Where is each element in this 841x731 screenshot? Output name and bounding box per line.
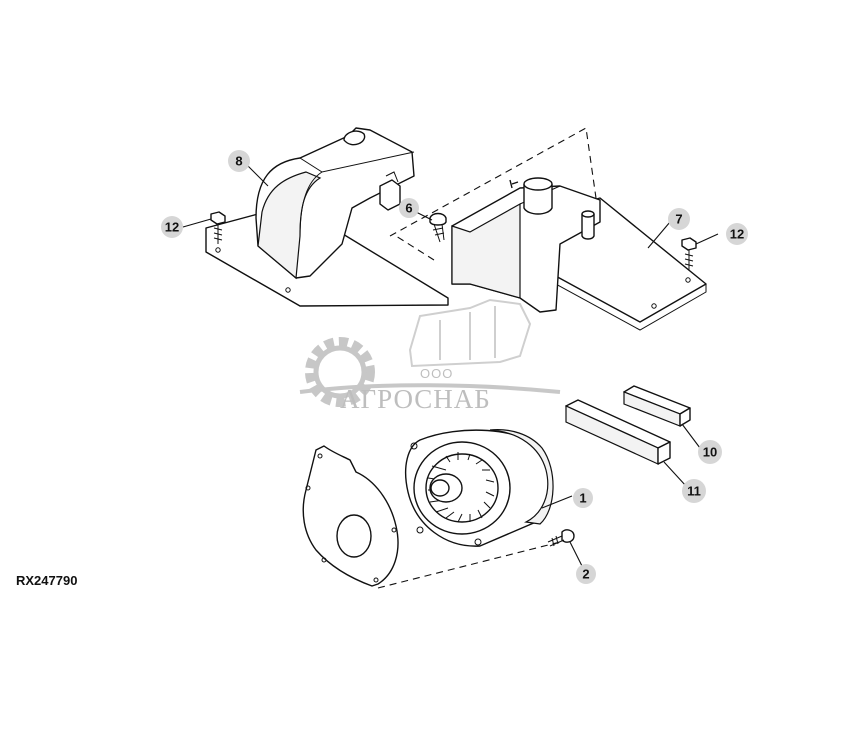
svg-text:8: 8 [235, 154, 242, 169]
callout-12-right: 12 [726, 223, 748, 245]
assembly-dashed-line [377, 541, 561, 589]
foam-strip-part-11 [565, 399, 671, 465]
figure-reference-code: RX247790 [16, 573, 77, 588]
callout-11: 11 [682, 479, 706, 503]
watermark-logo: ООО АГРОСНАБ [299, 298, 561, 414]
svg-text:10: 10 [703, 445, 717, 460]
svg-text:1: 1 [579, 491, 586, 506]
watermark-name: АГРОСНАБ [340, 384, 491, 414]
callout-7: 7 [668, 208, 690, 230]
screw-part-12-left [210, 211, 226, 244]
svg-text:12: 12 [165, 220, 179, 235]
callout-1: 1 [573, 488, 593, 508]
housing-part-7 [389, 127, 707, 331]
foam-strip-part-10 [623, 385, 691, 427]
svg-text:2: 2 [582, 567, 589, 582]
svg-text:7: 7 [675, 212, 682, 227]
screw-part-6 [429, 212, 447, 243]
svg-text:12: 12 [730, 227, 744, 242]
truck-icon [408, 298, 532, 368]
watermark-prefix: ООО [420, 366, 453, 381]
blower-motor-part-1 [404, 429, 554, 547]
svg-text:11: 11 [687, 484, 701, 499]
screw-part-12-right [681, 237, 697, 270]
callout-8: 8 [228, 150, 250, 172]
svg-text:6: 6 [405, 201, 412, 216]
leader-lines [182, 165, 719, 567]
gear-icon [305, 337, 375, 407]
screw-part-2 [547, 529, 575, 547]
callout-6: 6 [399, 198, 419, 218]
callout-12-left: 12 [161, 216, 183, 238]
duct-cover-part-8 [205, 127, 449, 307]
blower-back-plate [302, 445, 399, 587]
callout-2: 2 [576, 564, 596, 584]
callout-10: 10 [698, 440, 722, 464]
